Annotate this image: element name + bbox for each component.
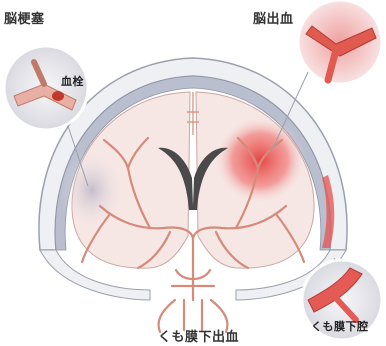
label-cerebral-hemorrhage: 脳出血 [253, 8, 294, 27]
label-thrombus: 血栓 [61, 73, 84, 89]
thrombus-mark [52, 91, 64, 101]
label-cerebral-infarction: 脳梗塞 [4, 8, 45, 27]
label-subarachnoid-space: くも膜下腔 [311, 318, 369, 334]
label-subarachnoid-hemorrhage: くも膜下出血 [158, 326, 239, 345]
infarct-region [60, 150, 124, 230]
hemorrhage-region [214, 116, 306, 204]
